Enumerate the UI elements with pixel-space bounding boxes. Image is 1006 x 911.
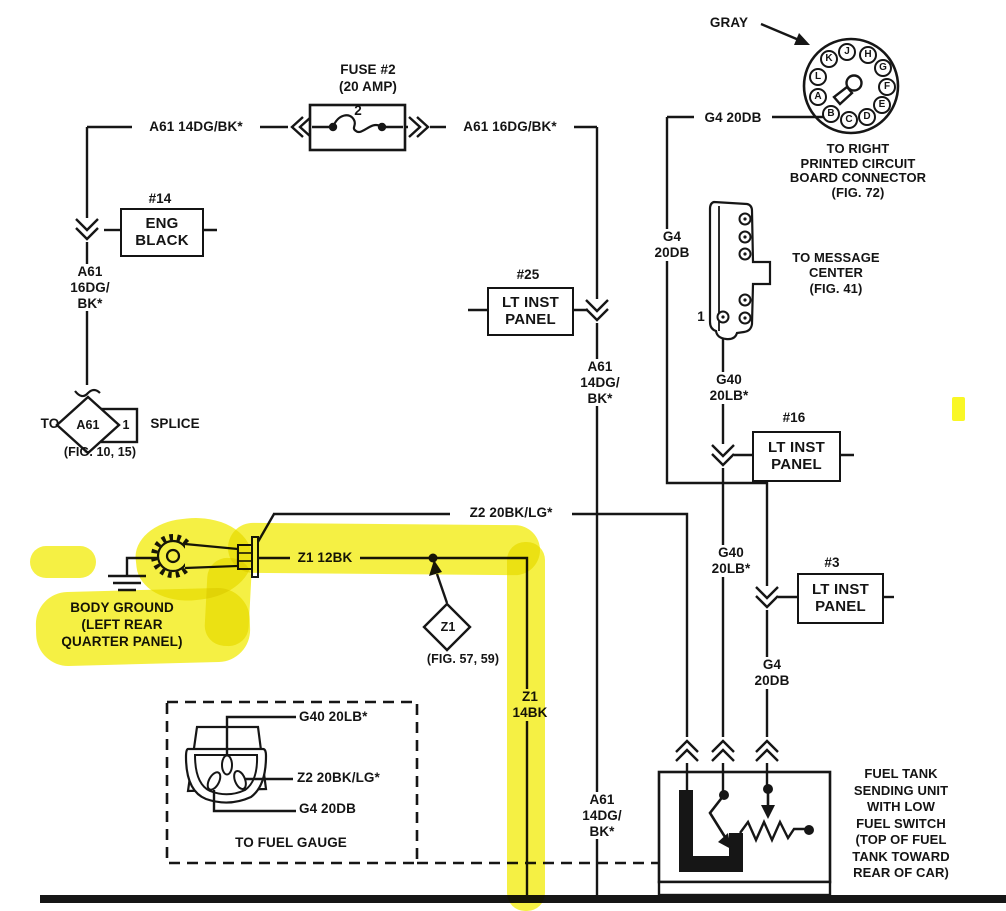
highlight-ground-lead xyxy=(30,546,96,578)
connector-chevron-down-icon xyxy=(75,218,99,241)
z1-figure-ref: (FIG. 57, 59) xyxy=(426,652,500,666)
connector-chevron-up-icon xyxy=(755,739,779,762)
wire-a61-feed xyxy=(74,125,597,398)
wire-label-a61-16-left: A61 16DG/ BK* xyxy=(61,264,119,312)
connector-chevron-up-icon xyxy=(675,739,699,762)
splice-figure-ref: (FIG. 10, 15) xyxy=(63,445,137,459)
pin-letter: E xyxy=(878,99,886,110)
connector-14-number: #14 xyxy=(148,191,172,206)
connector-16-number: #16 xyxy=(782,410,806,425)
pin-letter: G xyxy=(879,62,887,73)
splice-symbol xyxy=(55,395,139,455)
highlight-z1-wire xyxy=(227,522,541,576)
pcb-connector-note: TO RIGHT PRINTED CIRCUIT BOARD CONNECTOR… xyxy=(789,141,927,200)
connector-25-box: LT INST PANEL xyxy=(487,287,574,336)
connector-16-box: LT INST PANEL xyxy=(752,431,841,482)
wire-label-a61-16-top: A61 16DG/BK* xyxy=(446,119,574,135)
splice-pin-label: 1 xyxy=(122,418,130,432)
fuse-title: FUSE #2 xyxy=(340,62,396,77)
pin-letter: J xyxy=(844,46,850,57)
connector-3-box: LT INST PANEL xyxy=(797,573,884,624)
resistor-symbol xyxy=(739,819,805,843)
connector-3-number: #3 xyxy=(824,555,840,570)
fuel-tank-note: FUEL TANK SENDING UNIT WITH LOW FUEL SWI… xyxy=(852,766,950,880)
fuel-gauge-pin-g4: G4 20DB xyxy=(299,801,356,816)
ground-strap xyxy=(679,790,743,872)
pin-letter: A xyxy=(814,91,822,102)
connector-chevron-down-icon xyxy=(585,299,609,322)
wire-label-g4-top: G4 20DB xyxy=(694,110,772,126)
message-center-note: TO MESSAGE CENTER (FIG. 41) xyxy=(792,250,880,296)
highlight-body-ground-text xyxy=(35,587,251,667)
splice-word: SPLICE xyxy=(150,416,200,431)
message-center-pin1: 1 xyxy=(697,309,705,324)
wire-label-g40-upper: G40 20LB* xyxy=(699,372,759,404)
splice-diamond-label: A61 xyxy=(76,418,100,432)
highlight-z1-vertical xyxy=(507,542,545,911)
wire-label-g4-bottom: G4 20DB xyxy=(744,657,800,689)
fuse-terminal-number: 2 xyxy=(354,103,362,118)
wire-label-a61-14-top: A61 14DG/BK* xyxy=(132,119,260,135)
fuel-gauge-connector-group xyxy=(165,700,659,865)
wire-label-a61-14-bottom: A61 14DG/ BK* xyxy=(571,792,633,840)
connector-chevron-left-icon xyxy=(290,116,312,138)
wiper-arrow xyxy=(761,805,775,819)
pin-letter: B xyxy=(827,108,835,119)
connector-chevron-down-icon xyxy=(711,444,735,467)
pin-letter: H xyxy=(864,49,872,60)
wire-continuation-squiggle xyxy=(74,388,101,398)
wire-label-g40-lower: G40 20LB* xyxy=(701,545,761,577)
connector-chevron-down-icon xyxy=(755,586,779,609)
fuel-gauge-title: TO FUEL GAUGE xyxy=(235,835,347,850)
z1-diamond-label: Z1 xyxy=(440,620,456,634)
highlight-stray-mark xyxy=(952,397,965,421)
connector-chevron-right-icon xyxy=(408,116,430,138)
round-connector-pins xyxy=(809,43,896,129)
pin-letter: F xyxy=(883,81,891,92)
fuse-rating: (20 AMP) xyxy=(338,79,398,94)
fuel-gauge-pin-g40: G40 20LB* xyxy=(299,709,368,724)
connector-25-number: #25 xyxy=(516,267,540,282)
connector-14-box: ENG BLACK xyxy=(120,208,204,257)
splice-to-text: TO xyxy=(40,416,60,431)
gray-callout-arrow xyxy=(760,22,810,45)
sending-unit-internals xyxy=(679,784,814,872)
wire-label-g4-stack: G4 20DB xyxy=(644,229,700,261)
pin-letter: C xyxy=(845,114,853,125)
wire-label-z2: Z2 20BK/LG* xyxy=(450,505,572,521)
pin-letter: D xyxy=(863,111,871,122)
inline-connector-icons xyxy=(75,116,779,763)
pin-letter: K xyxy=(825,53,833,64)
fuse-symbol xyxy=(308,103,407,152)
wire-label-a61-14-mid: A61 14DG/ BK* xyxy=(570,359,630,407)
connector-color-label: GRAY xyxy=(709,15,749,30)
pin-letter: L xyxy=(814,71,822,82)
connector-chevron-up-icon xyxy=(711,739,735,762)
low-fuel-switch-arm xyxy=(708,794,727,838)
fuel-gauge-pin-z2: Z2 20BK/LG* xyxy=(297,770,380,785)
message-center-connector xyxy=(708,200,772,341)
